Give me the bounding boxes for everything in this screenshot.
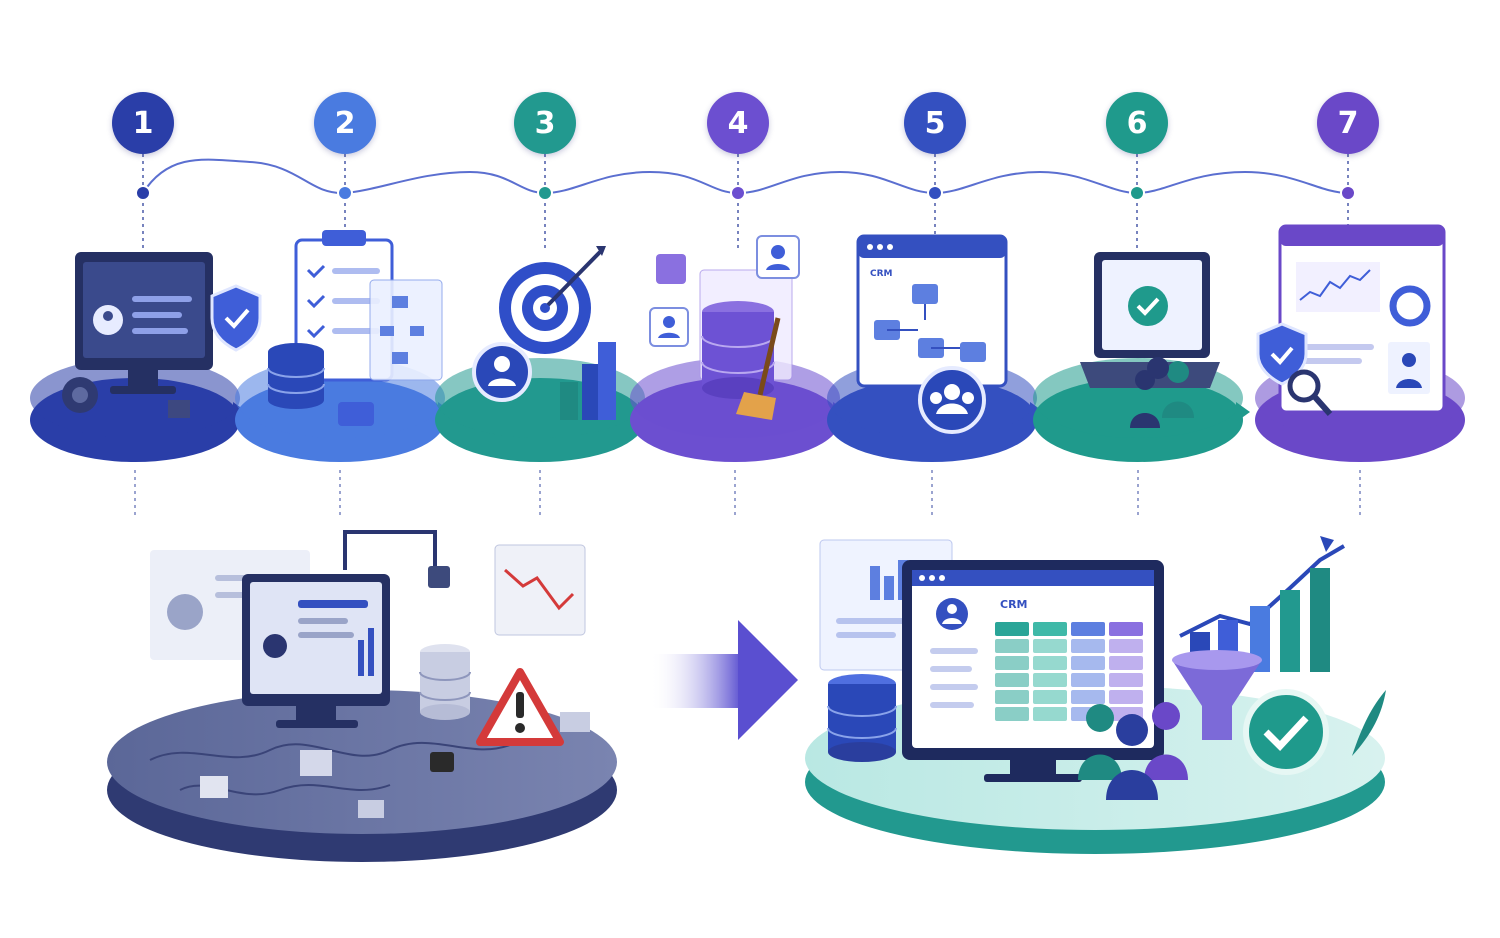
step-7-timeline-dot bbox=[1340, 185, 1356, 201]
after-scene: CRM bbox=[805, 536, 1386, 854]
crm-table-cell bbox=[995, 690, 1029, 704]
crm-table-cell bbox=[1033, 690, 1067, 704]
step-1-timeline-dot bbox=[135, 185, 151, 201]
crm-table-cell bbox=[1033, 707, 1067, 721]
crm-table-cell bbox=[1033, 656, 1067, 670]
step-7-badge: 7 bbox=[1317, 92, 1379, 154]
step-5-timeline-dot bbox=[927, 185, 943, 201]
crm-table-cell bbox=[995, 622, 1029, 636]
crm-table-cell bbox=[1109, 622, 1143, 636]
step-5-crm-label: CRM bbox=[870, 269, 893, 279]
crm-table-cell bbox=[1033, 673, 1067, 687]
crm-table-cell bbox=[1109, 673, 1143, 687]
step-5-illustration: CRM bbox=[856, 234, 1008, 434]
transition-arrow bbox=[650, 620, 798, 740]
crm-table-cell bbox=[1071, 673, 1105, 687]
crm-table-cell bbox=[995, 707, 1029, 721]
step-2-illustration bbox=[267, 230, 443, 426]
crm-table-cell bbox=[1109, 656, 1143, 670]
crm-table-cell bbox=[995, 639, 1029, 653]
before-scene bbox=[107, 530, 617, 862]
step-6-illustration bbox=[1080, 252, 1220, 428]
step-2-timeline-dot bbox=[337, 185, 353, 201]
step-7-illustration bbox=[1256, 224, 1446, 416]
step-5-badge: 5 bbox=[904, 92, 966, 154]
crm-table-cell bbox=[1109, 690, 1143, 704]
crm-table-cell bbox=[995, 673, 1029, 687]
step-3-timeline-dot bbox=[537, 185, 553, 201]
step-1-illustration bbox=[62, 252, 262, 418]
step-1-badge: 1 bbox=[112, 92, 174, 154]
crm-table-cell bbox=[1033, 622, 1067, 636]
step-6-badge: 6 bbox=[1106, 92, 1168, 154]
step-4-badge: 4 bbox=[707, 92, 769, 154]
step-4-timeline-dot bbox=[730, 185, 746, 201]
crm-table-cell bbox=[1071, 656, 1105, 670]
step-4-illustration bbox=[649, 235, 800, 420]
step-3-badge: 3 bbox=[514, 92, 576, 154]
crm-table-cell bbox=[1109, 639, 1143, 653]
timeline-connector bbox=[142, 158, 1349, 195]
step-2-badge: 2 bbox=[314, 92, 376, 154]
crm-table-cell bbox=[1071, 690, 1105, 704]
step-3-illustration bbox=[472, 246, 616, 420]
crm-table-cell bbox=[995, 656, 1029, 670]
crm-table-cell bbox=[1071, 622, 1105, 636]
crm-table-cell bbox=[1033, 639, 1067, 653]
crm-table-cell bbox=[1071, 639, 1105, 653]
step-6-timeline-dot bbox=[1129, 185, 1145, 201]
after-crm-label: CRM bbox=[1000, 598, 1028, 611]
